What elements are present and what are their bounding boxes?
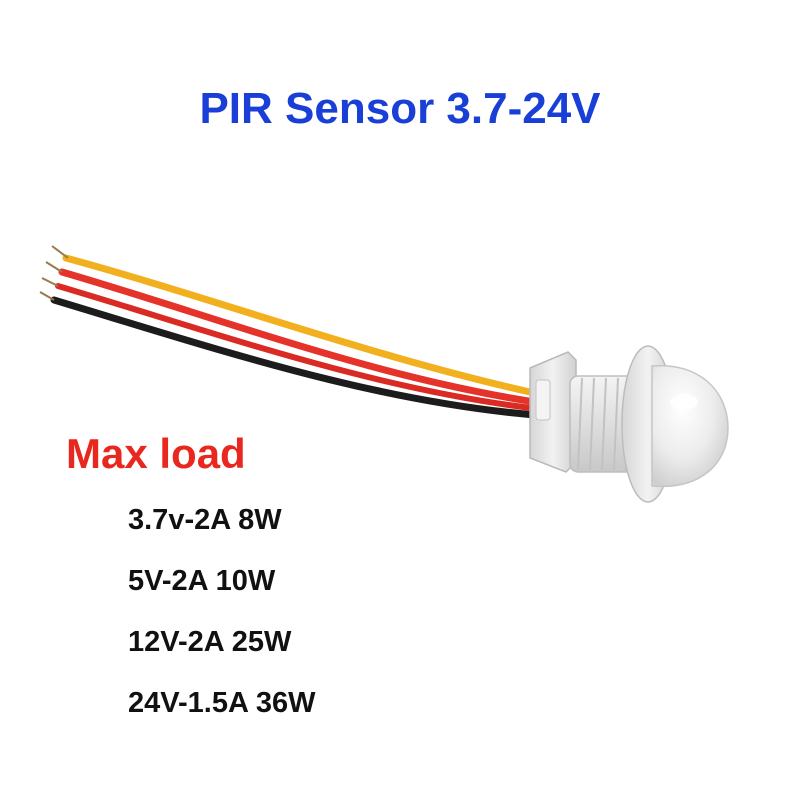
wire-bundle: [39, 245, 552, 420]
load-spec-24v: 24V-1.5A 36W: [128, 687, 316, 719]
wire-yellow: [62, 254, 552, 400]
wire-black: [50, 296, 552, 420]
load-spec-5v: 5V-2A 10W: [128, 565, 276, 597]
load-spec-list: 3.7v-2A 8W 5V-2A 10W 12V-2A 25W 24V-1.5A…: [128, 500, 316, 744]
load-spec-3v7: 3.7v-2A 8W: [128, 504, 282, 536]
sensor-housing: [529, 345, 729, 503]
wire-red: [58, 268, 552, 408]
load-spec-12v: 12V-2A 25W: [128, 626, 292, 658]
page-title: PIR Sensor 3.7-24V: [199, 84, 601, 133]
wire-red-2: [55, 283, 551, 413]
max-load-heading: Max load: [66, 430, 246, 477]
fresnel-dome: [651, 364, 729, 488]
